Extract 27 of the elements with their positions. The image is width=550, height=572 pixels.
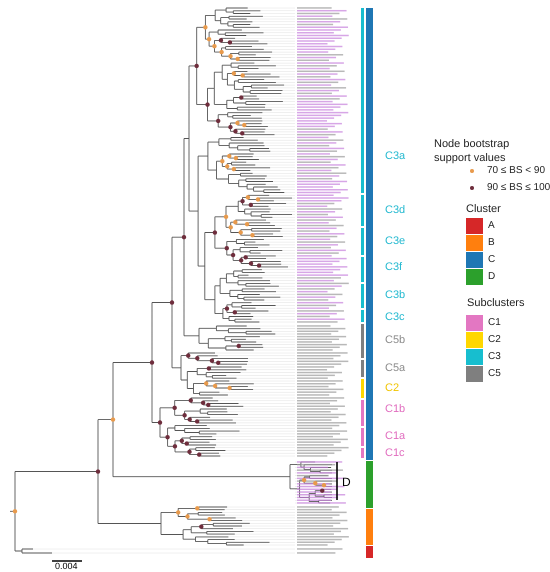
legend-text: A <box>488 221 495 231</box>
subcluster-label: C1b <box>385 404 406 415</box>
subcluster-label: C3a <box>385 151 406 162</box>
legend-text: 90 ≤ BS ≤ 100 <box>487 183 550 193</box>
scale-value: 0.004 <box>55 562 78 571</box>
legend-title: Cluster <box>466 204 501 215</box>
subcluster-label: C1c <box>385 448 405 459</box>
subcluster-label: C3d <box>385 205 406 216</box>
legend-text: D <box>488 272 496 282</box>
subcluster-label: C3e <box>385 236 406 247</box>
legend-text: B <box>488 238 495 248</box>
subcluster-label: C3c <box>385 312 405 323</box>
subcluster-label: C2 <box>385 383 400 394</box>
legend-text: C <box>488 255 496 265</box>
subcluster-label: C1a <box>385 431 406 442</box>
legend-title: Node bootstrap support values <box>434 138 510 166</box>
legend-text: 70 ≤ BS < 90 <box>487 166 546 176</box>
legend-title: Subclusters <box>467 298 524 309</box>
legend-text: C1 <box>488 318 501 328</box>
subcluster-label: C5b <box>385 335 406 346</box>
subcluster-label: C5a <box>385 363 406 374</box>
subcluster-label: C3f <box>385 262 402 273</box>
legend-text: C5 <box>488 369 501 379</box>
legend-text: C3 <box>488 352 501 362</box>
subcluster-label: C3b <box>385 290 406 301</box>
clade-label: D <box>342 476 351 488</box>
legend-text: C2 <box>488 335 501 345</box>
